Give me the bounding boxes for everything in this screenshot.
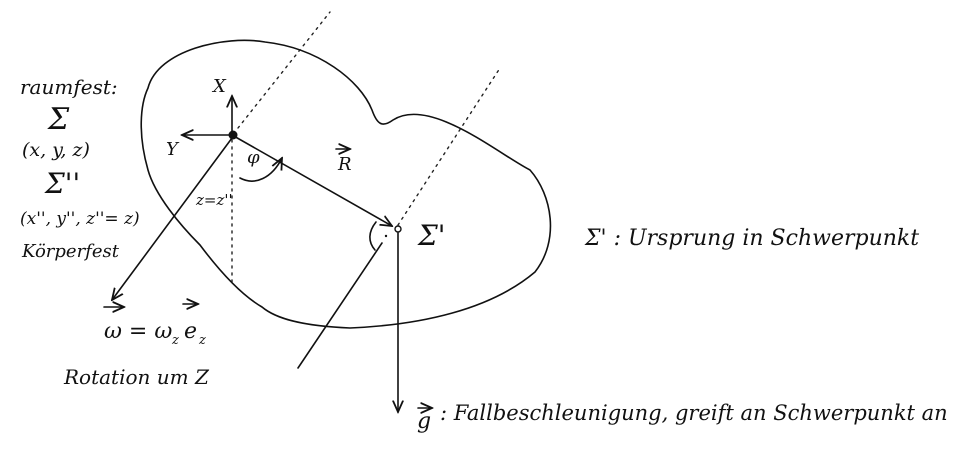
r-vector [231, 134, 392, 226]
label-r-vector: R [337, 154, 352, 175]
label-coords-body: (x'', y'', z''= z) [20, 209, 140, 229]
label-omega-sub: z [171, 333, 179, 348]
com-dot [394, 225, 402, 233]
origin-dot [228, 130, 238, 140]
label-e-vec: e [184, 319, 197, 344]
label-phi: φ [247, 147, 260, 168]
label-rotation: Rotation um Z [63, 365, 210, 389]
label-coords-space: (x, y, z) [22, 139, 90, 161]
label-sigma-prime-origin: Σ' [417, 219, 446, 252]
label-sigma: Σ [47, 102, 70, 137]
pointer-line [297, 242, 383, 369]
label-axis-x: X [211, 76, 227, 97]
rotation-axis-line [237, 11, 331, 129]
label-axis-y: Y [166, 139, 180, 160]
label-raumfest: raumfest: [20, 75, 118, 99]
label-e-sub: z [198, 333, 206, 348]
label-omega-eq: ω = ω [104, 319, 172, 344]
label-g-vec: g [417, 409, 431, 434]
label-sigma-prime-note: Σ' : Ursprung in Schwerpunkt [584, 226, 919, 251]
label-koerperfest: Körperfest [21, 241, 120, 262]
com-bracket-dot [384, 234, 388, 238]
body-outline [140, 39, 552, 329]
label-g-note: : Fallbeschleunigung, greift an Schwerpu… [440, 401, 948, 425]
label-z-eq: z=z'' [195, 191, 233, 209]
phi-arc [239, 158, 282, 182]
com-axis-line [397, 67, 501, 226]
com-bracket [369, 221, 377, 251]
label-sigma-doubleprime: Σ'' [44, 167, 80, 200]
omega-axis-arrow [112, 137, 233, 300]
